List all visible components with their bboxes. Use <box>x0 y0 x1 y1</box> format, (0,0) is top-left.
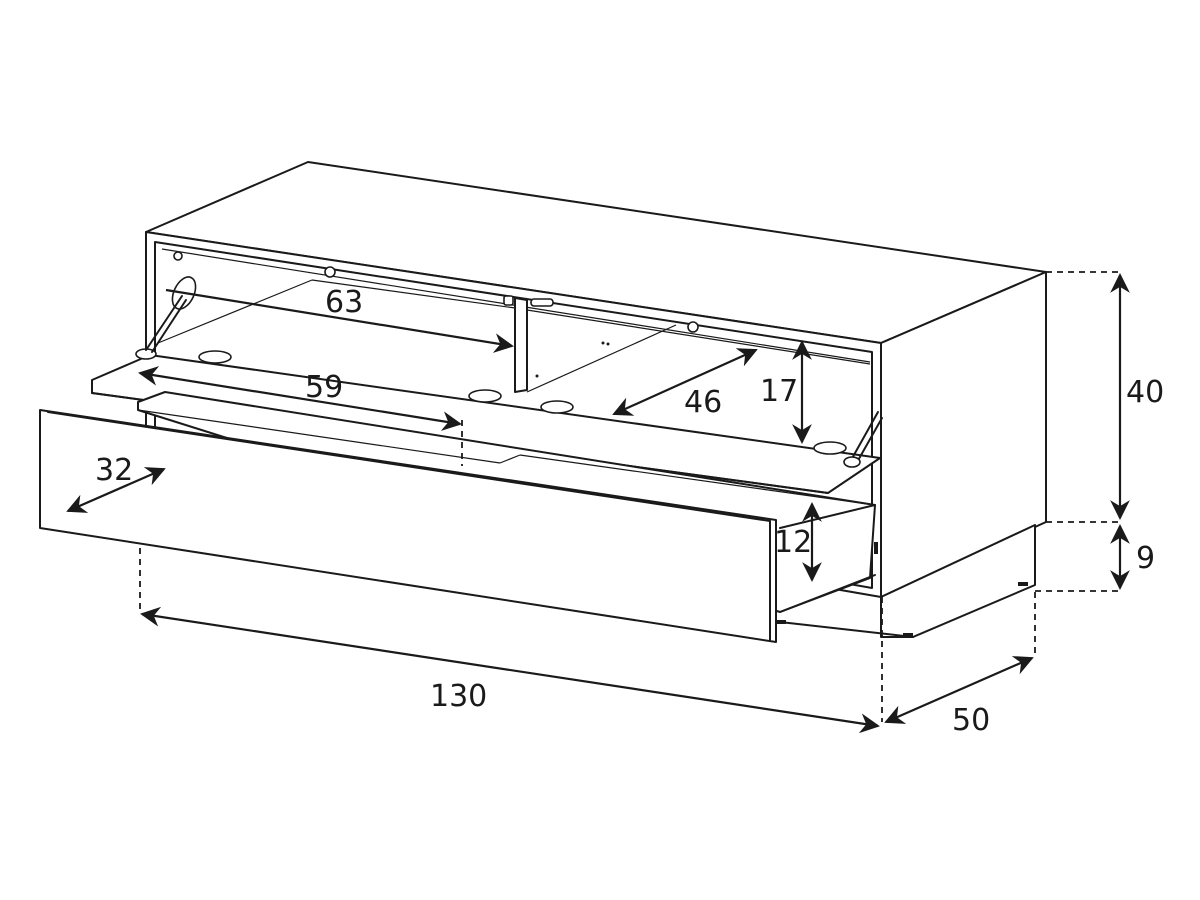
inner-shelf-back-edge <box>311 279 516 309</box>
dot-icon <box>535 374 539 378</box>
label-base-height: 9 <box>1136 541 1155 576</box>
dim-flap-arrow <box>138 366 462 431</box>
label-shelf-height: 17 <box>760 374 798 409</box>
hole-icon <box>173 251 183 261</box>
dimension-lines <box>66 271 1130 734</box>
drawer-side-bottom <box>779 574 876 613</box>
label-depth: 50 <box>952 703 990 738</box>
shelf-pin-icon <box>503 295 514 306</box>
label-drawer-depth: 32 <box>95 453 133 488</box>
flap-stay-right-icon <box>843 411 883 468</box>
hinge-icon <box>540 400 574 414</box>
dot-icon <box>606 342 610 346</box>
label-flap-width: 59 <box>305 370 343 405</box>
drawer-runner-icon <box>874 542 878 554</box>
foot-back <box>1018 582 1028 586</box>
center-divider <box>514 297 528 393</box>
dim-drawer-depth-arrow <box>66 467 166 513</box>
label-height: 40 <box>1126 375 1164 410</box>
dim-depth-arrow <box>884 656 1034 724</box>
drawer-inner-line <box>499 454 521 464</box>
hole-icon <box>324 266 336 278</box>
inner-shelf-back-edge-right <box>526 309 871 365</box>
dim-width-arrow <box>140 606 880 734</box>
inner-shelf-right-diagonal <box>526 324 677 393</box>
label-shelf-width: 63 <box>325 285 363 320</box>
hole-icon <box>687 321 699 333</box>
dot-icon <box>601 341 605 345</box>
drawer-side-top <box>779 504 876 529</box>
label-drawer-height: 12 <box>774 525 812 560</box>
hinge-icon <box>198 350 232 364</box>
dim-inner-depth-arrow <box>612 348 758 416</box>
dimension-labels: 40 9 130 50 63 59 46 17 12 32 <box>95 285 1164 738</box>
hinge-icon <box>468 389 502 403</box>
label-width: 130 <box>430 679 487 714</box>
label-inner-depth: 46 <box>684 385 722 420</box>
hinge-icon <box>813 441 847 455</box>
drawer-inner-line <box>519 454 876 506</box>
foot-front <box>903 633 913 637</box>
shelf-pin-icon <box>530 298 554 307</box>
inner-shelf-left-edge <box>157 279 313 344</box>
cabinet-base <box>880 524 1036 638</box>
dim-shelf-arrow <box>165 288 514 353</box>
foot-left <box>776 620 786 624</box>
